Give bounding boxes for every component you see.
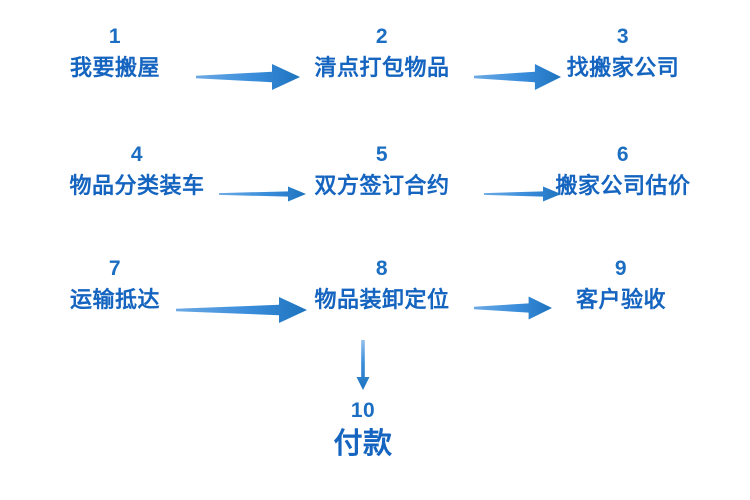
flow-step-7: 7 运输抵达 [70, 258, 160, 311]
step-label: 客户验收 [575, 287, 667, 312]
step-number: 5 [375, 143, 389, 166]
step-number: 9 [614, 257, 628, 280]
arrow-step8-to-step9 [474, 292, 552, 324]
arrow-step7-to-step8 [176, 292, 307, 328]
step-number: 7 [108, 257, 122, 280]
arrow-step1-to-step2 [196, 59, 300, 95]
flow-step-8: 8 物品装卸定位 [314, 258, 449, 311]
flow-step-10: 10 付款 [333, 400, 392, 459]
step-label: 物品装卸定位 [314, 287, 450, 312]
step-label: 搬家公司估价 [555, 173, 691, 198]
step-label: 付款 [333, 428, 393, 460]
step-label: 运输抵达 [69, 287, 161, 312]
step-number: 10 [350, 399, 376, 422]
arrow-step8-to-step10 [349, 340, 377, 390]
step-number: 3 [616, 25, 630, 48]
step-number: 8 [375, 257, 389, 280]
flow-step-6: 6 搬家公司估价 [555, 144, 690, 197]
step-number: 2 [375, 25, 389, 48]
arrow-step4-to-step5 [219, 180, 306, 208]
flow-step-4: 4 物品分类装车 [69, 144, 204, 197]
step-label: 物品分类装车 [69, 173, 205, 198]
flow-step-5: 5 双方签订合约 [314, 144, 449, 197]
step-label: 我要搬屋 [69, 55, 161, 80]
flow-step-9: 9 客户验收 [576, 258, 666, 311]
step-number: 4 [130, 143, 144, 166]
step-number: 1 [108, 25, 122, 48]
arrow-step5-to-step6 [484, 180, 561, 208]
step-number: 6 [616, 143, 630, 166]
flow-step-1: 1 我要搬屋 [70, 26, 160, 79]
step-label: 双方签订合约 [314, 173, 450, 198]
step-label: 找搬家公司 [566, 55, 680, 80]
step-label: 清点打包物品 [314, 55, 450, 80]
arrow-step2-to-step3 [474, 59, 561, 95]
flow-step-3: 3 找搬家公司 [567, 26, 680, 79]
flow-step-2: 2 清点打包物品 [314, 26, 449, 79]
